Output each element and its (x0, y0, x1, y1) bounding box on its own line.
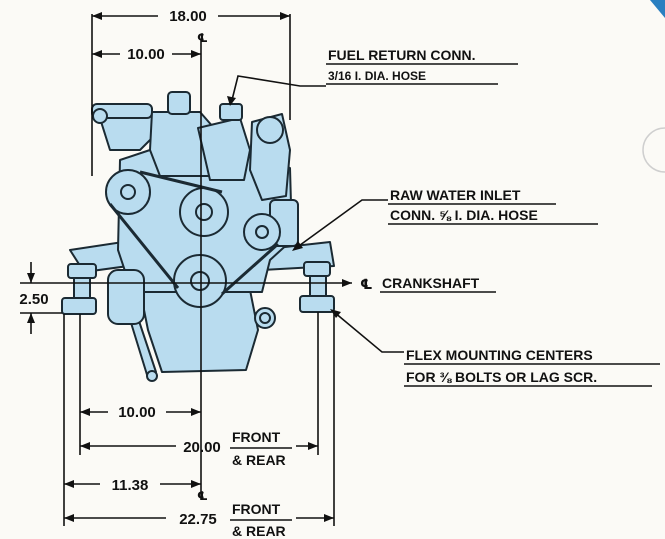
arrow-2275-left (64, 514, 74, 522)
callout-underlines (230, 63, 660, 521)
arrow-crankshaft (342, 279, 352, 287)
crankshaft-pulley-hub (190, 271, 210, 291)
air-filter-knob (92, 108, 108, 124)
front-rear-a-line2: & REAR (232, 452, 286, 468)
arrow-20-left (80, 442, 90, 450)
water-pump-pulley-hub (195, 203, 213, 221)
starter-motor (107, 269, 145, 325)
alternator-pulley-hub (120, 184, 136, 200)
oil-fill-cap (167, 91, 191, 115)
binding-hole-arc (642, 127, 665, 173)
arrow-flex-mount (330, 309, 341, 318)
arrow-250-top (27, 273, 35, 283)
centerline-symbol-crankshaft: ℄ (360, 276, 373, 292)
arrow-1138-right (191, 480, 201, 488)
arrow-18-left (92, 12, 102, 20)
dimension-lines (20, 14, 404, 526)
belt-left (108, 203, 180, 289)
arrow-2275-right (324, 514, 334, 522)
front-rear-a-line1: FRONT (232, 429, 281, 445)
arrow-10-low-left (80, 408, 90, 416)
corner-blue-mark (650, 0, 665, 18)
arrow-250-bottom (27, 313, 35, 323)
arrow-10-top-right (191, 50, 201, 58)
right-flex-mount-foot (299, 295, 335, 313)
arrow-raw-water (292, 241, 303, 251)
arrow-20-right (308, 442, 318, 450)
fuel-return-leader (231, 75, 326, 101)
arrow-10-low-right (191, 408, 201, 416)
arrow-1138-left (64, 480, 74, 488)
raw-water-leader (295, 199, 388, 249)
right-flex-mount-top (303, 261, 331, 277)
block-plug-center (259, 312, 271, 324)
left-flex-mount-top (67, 263, 97, 279)
left-flex-mount-stud (73, 277, 91, 301)
flex-mount-label-1: FLEX MOUNTING CENTERS (406, 347, 593, 363)
arrow-18-right (280, 12, 290, 20)
cam-pulley-hub (255, 225, 269, 239)
drive-belts (108, 170, 279, 296)
arrow-fuel-return (227, 96, 236, 106)
dim-overall-width: 18.00 (169, 8, 207, 25)
flex-mount-leader (333, 311, 404, 353)
arrow-10-top-left (92, 50, 102, 58)
flex-mount-label-2: FOR ⅜ BOLTS OR LAG SCR. (406, 369, 597, 385)
crankshaft-label: CRANKSHAFT (382, 275, 480, 291)
right-flex-mount-stud (309, 275, 327, 299)
arrowheads (27, 12, 352, 522)
engine-illustration (61, 91, 335, 382)
fuel-return-fitting (219, 103, 243, 121)
front-rear-b-line2: & REAR (232, 523, 286, 539)
fuel-return-label-2: 3/16 I. DIA. HOSE (328, 69, 426, 83)
dim-center-to-mount-outer: 11.38 (112, 477, 149, 494)
centerline-symbol-top: ℄ (197, 31, 208, 45)
dim-mount-height: 2.50 (19, 291, 48, 308)
dipstick-cap (146, 370, 158, 382)
fuel-return-label-1: FUEL RETURN CONN. (328, 47, 476, 63)
belt-upper (139, 170, 223, 194)
dim-half-width: 10.00 (127, 46, 165, 63)
dim-front-rear-span-b: 22.75 (179, 511, 217, 528)
belt-right (221, 242, 279, 296)
centerline-symbol-bottom: ℄ (197, 489, 208, 503)
dim-center-to-front-mount: 10.00 (118, 404, 156, 421)
heat-exchanger-cap (256, 116, 284, 144)
dim-front-rear-span-a: 20.00 (183, 439, 221, 456)
raw-water-label-1: RAW WATER INLET (390, 187, 521, 203)
left-flex-mount-foot (61, 297, 97, 315)
raw-water-label-2: CONN. ⅝ I. DIA. HOSE (390, 207, 538, 223)
front-rear-b-line1: FRONT (232, 501, 281, 517)
